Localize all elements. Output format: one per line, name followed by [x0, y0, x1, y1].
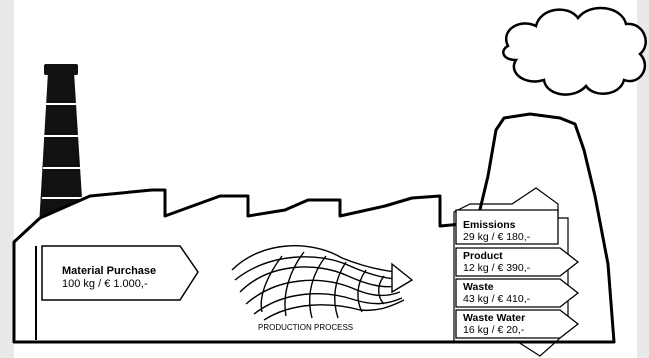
- material-purchase-value: 100 kg / € 1.000,-: [62, 278, 148, 290]
- material-purchase-arrow: Material Purchase 100 kg / € 1.000,-: [42, 246, 198, 300]
- output-emissions-box: Emissions 29 kg / € 180,-: [456, 210, 558, 244]
- production-process-label: PRODUCTION PROCESS: [258, 323, 353, 332]
- emissions-value: 29 kg / € 180,-: [463, 231, 531, 243]
- output-waste-box: Waste 43 kg / € 410,-: [456, 279, 578, 307]
- material-purchase-title: Material Purchase: [62, 265, 156, 277]
- waste-water-title: Waste Water: [463, 312, 525, 324]
- smoke-cloud: [503, 8, 645, 95]
- output-product-box: Product 12 kg / € 390,-: [456, 248, 578, 276]
- waste-water-value: 16 kg / € 20,-: [463, 324, 525, 336]
- output-waste-water-box: Waste Water 16 kg / € 20,-: [456, 310, 578, 338]
- left-margin: [0, 0, 14, 358]
- waste-value: 43 kg / € 410,-: [463, 293, 531, 305]
- emissions-title: Emissions: [463, 219, 516, 231]
- product-title: Product: [463, 250, 503, 262]
- product-value: 12 kg / € 390,-: [463, 262, 531, 274]
- waste-title: Waste: [463, 281, 494, 293]
